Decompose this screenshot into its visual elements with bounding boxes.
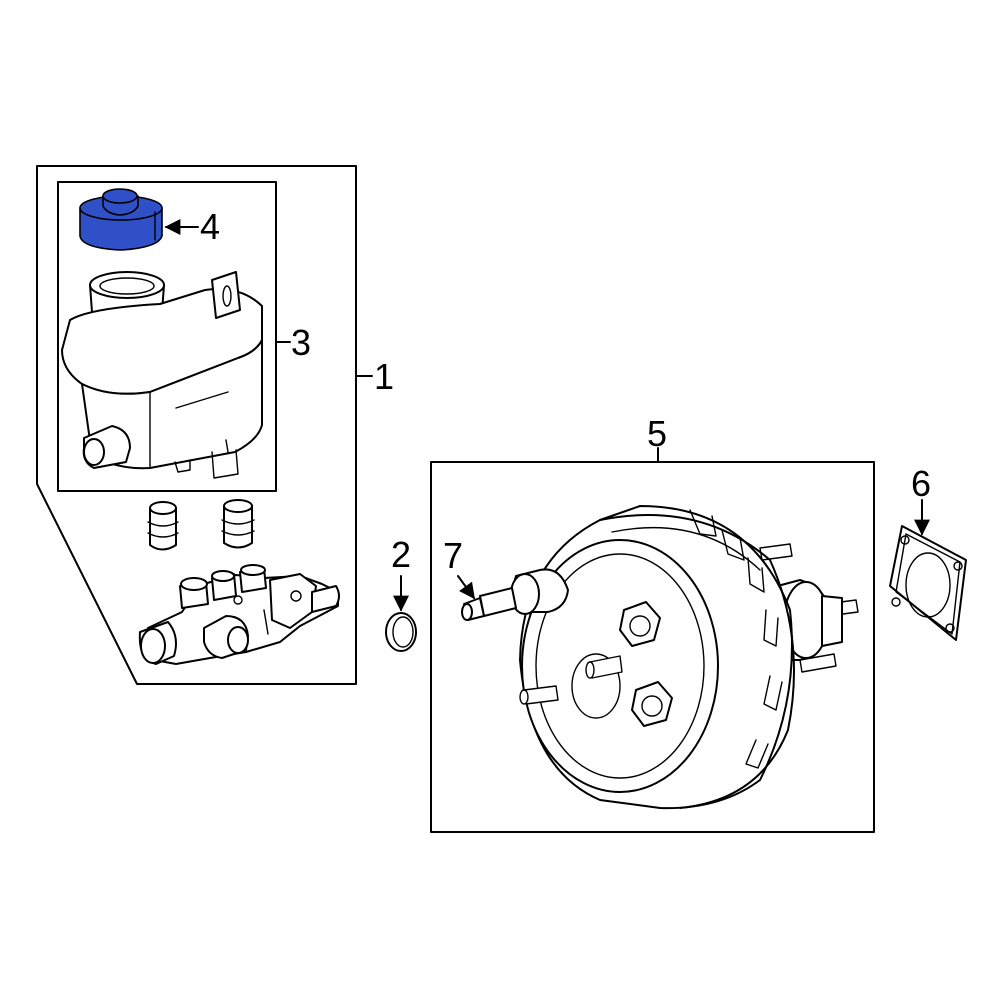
grommet-left — [147, 501, 179, 551]
callout-2[interactable]: 2 — [391, 534, 411, 575]
callout-5[interactable]: 5 — [647, 413, 667, 454]
pushrod-clevis-part-7[interactable] — [461, 587, 517, 621]
callout-7[interactable]: 7 — [443, 535, 463, 576]
grommet-right — [221, 499, 255, 549]
group-5-outline — [430, 461, 875, 833]
callout-3[interactable]: 3 — [291, 322, 311, 363]
brake-fluid-reservoir — [61, 271, 263, 479]
seal-ring-part-2[interactable] — [385, 612, 417, 652]
callout-4[interactable]: 4 — [200, 206, 220, 247]
callout-6[interactable]: 6 — [911, 463, 931, 504]
reservoir-cap-part-4[interactable] — [79, 188, 163, 251]
group-1-outline — [36, 165, 357, 685]
callout-1[interactable]: 1 — [374, 356, 394, 397]
brake-booster — [509, 505, 859, 810]
callout-7-leader — [457, 575, 475, 600]
master-cylinder-body — [138, 564, 340, 665]
gasket-part-6[interactable] — [889, 525, 967, 641]
group-3-outline — [57, 181, 277, 492]
